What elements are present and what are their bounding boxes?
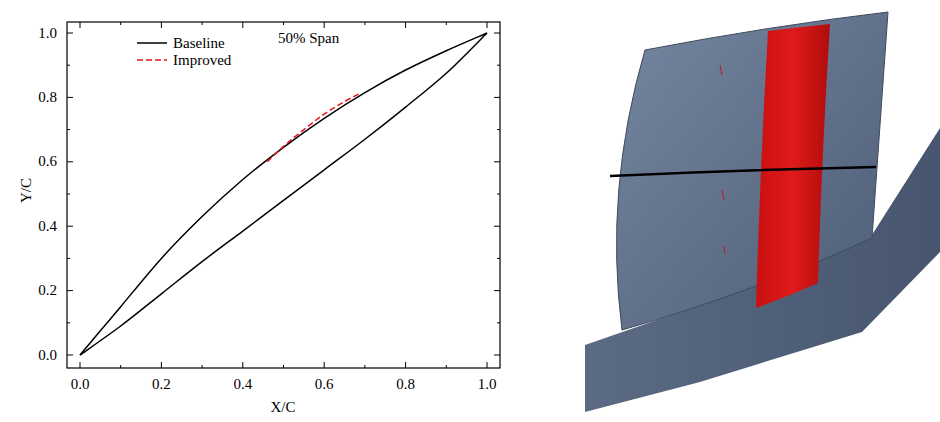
y-tick [67, 129, 70, 130]
y-tick [67, 97, 73, 98]
y-tick [494, 226, 500, 227]
x-tick [242, 362, 243, 368]
y-tick [67, 226, 73, 227]
x-tick [324, 22, 325, 28]
legend-sample [137, 42, 167, 44]
x-tick [120, 365, 121, 368]
legend-label: Improved [173, 53, 231, 68]
tick-label: 0.6 [315, 377, 334, 392]
tick-label: 0.2 [38, 283, 57, 298]
y-tick [67, 194, 70, 195]
y-tick [67, 33, 73, 34]
x-tick [283, 365, 284, 368]
tick-label: 0.4 [38, 219, 57, 234]
y-tick [494, 97, 500, 98]
modified-region [756, 24, 830, 308]
legend-sample [137, 59, 167, 61]
x-tick [202, 365, 203, 368]
y-tick [494, 355, 500, 356]
legend-label: Baseline [173, 36, 225, 51]
tick-label: 0.4 [233, 377, 252, 392]
tick-label: 0.6 [38, 154, 57, 169]
y-tick [67, 65, 70, 66]
y-tick [67, 290, 73, 291]
tick-label: 0.8 [38, 90, 57, 105]
x-tick [80, 362, 81, 368]
tick-label: 1.0 [478, 377, 497, 392]
x-tick [446, 22, 447, 25]
y-tick [67, 322, 70, 323]
span-section-line [610, 167, 876, 176]
improved-curve [267, 93, 361, 162]
tick-label: 1.0 [38, 26, 57, 41]
y-tick [497, 258, 500, 259]
tick-label: 0.2 [152, 377, 171, 392]
y-tick [497, 194, 500, 195]
x-tick [487, 22, 488, 28]
tick-label: 0.0 [71, 377, 90, 392]
x-tick [161, 362, 162, 368]
x-tick [80, 22, 81, 28]
x-tick [120, 22, 121, 25]
y-tick [497, 322, 500, 323]
x-tick [405, 362, 406, 368]
tick-label: 0.8 [396, 377, 415, 392]
y-tick [497, 65, 500, 66]
axis-title: X/C [270, 400, 295, 415]
surface-marks [720, 65, 725, 254]
axis-title: Y/C [19, 177, 34, 202]
axes-frame [67, 22, 500, 368]
plot-title: 50% Span [278, 31, 339, 46]
y-tick [494, 161, 500, 162]
baseline-curve [80, 33, 487, 355]
x-tick [324, 362, 325, 368]
x-tick [364, 365, 365, 368]
baseline-curve [80, 33, 487, 355]
tick-label: 0.0 [38, 348, 57, 363]
x-tick [242, 22, 243, 28]
y-tick [67, 355, 73, 356]
x-tick [283, 22, 284, 25]
x-tick [202, 22, 203, 25]
y-tick [494, 33, 500, 34]
x-tick [364, 22, 365, 25]
y-tick [67, 161, 73, 162]
y-tick [494, 290, 500, 291]
x-tick [487, 362, 488, 368]
x-tick [446, 365, 447, 368]
y-tick [67, 258, 70, 259]
x-tick [405, 22, 406, 28]
y-tick [497, 129, 500, 130]
x-tick [161, 22, 162, 28]
